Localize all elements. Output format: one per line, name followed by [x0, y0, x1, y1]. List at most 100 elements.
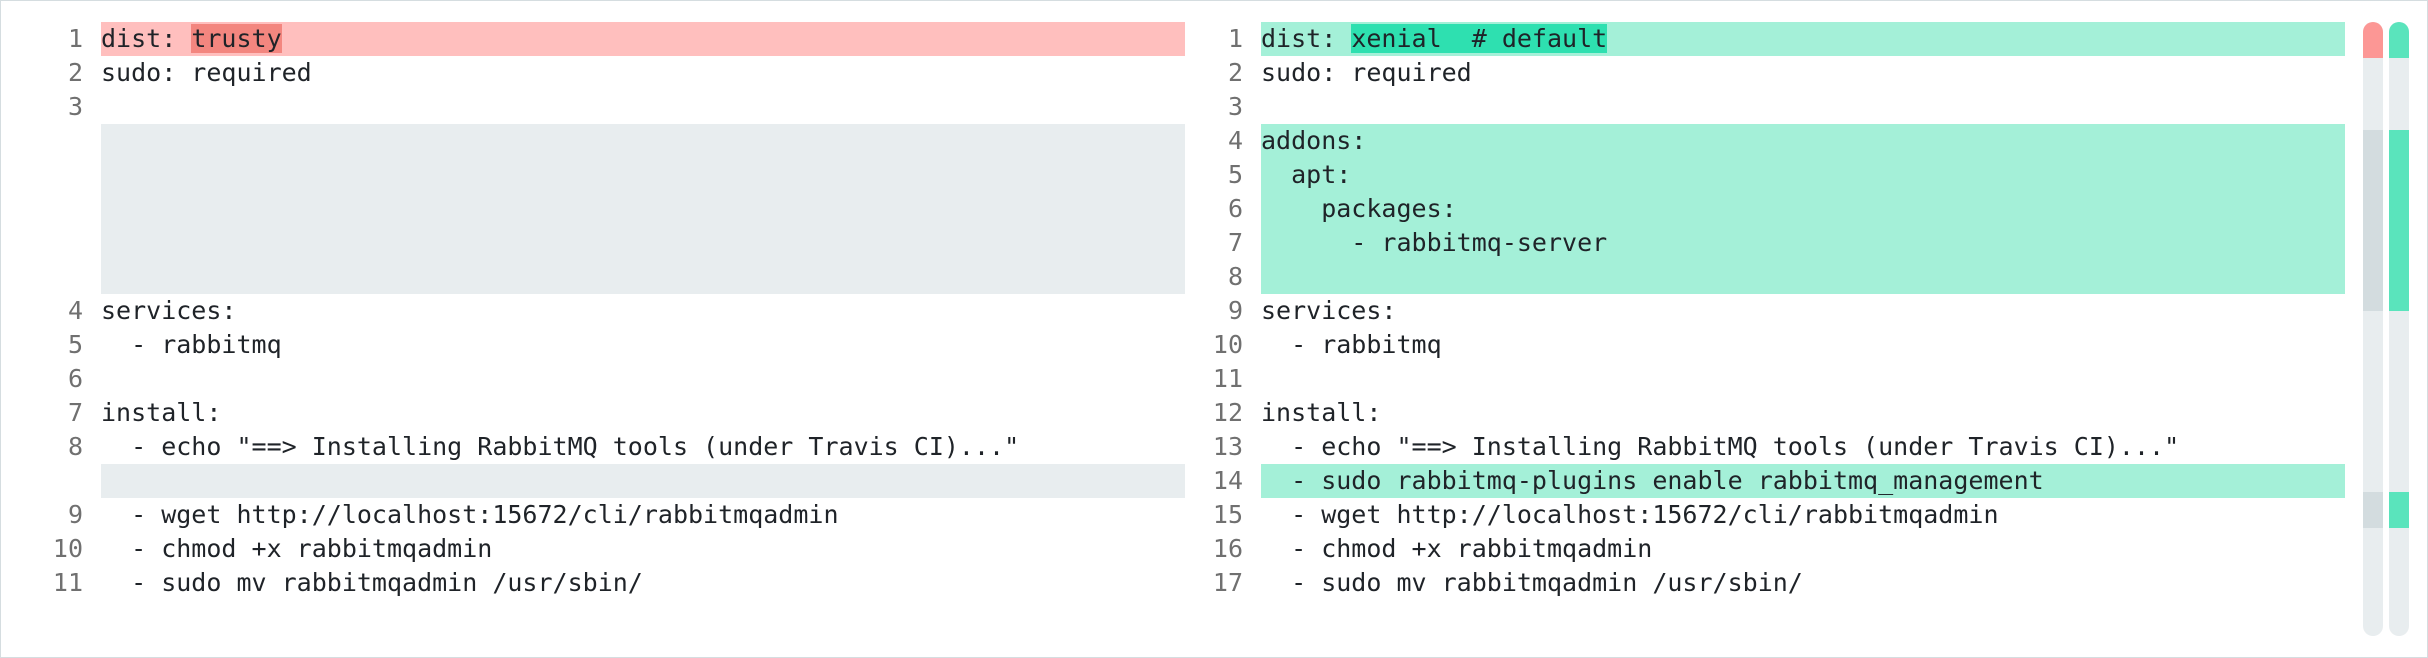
overview-ruler-modified[interactable]	[2389, 22, 2409, 636]
line-content: - echo "==> Installing RabbitMQ tools (u…	[101, 430, 1185, 464]
line-content: - echo "==> Installing RabbitMQ tools (u…	[1261, 430, 2345, 464]
added-line[interactable]: 4 addons:	[1201, 124, 2381, 158]
ruler-marker-added[interactable]	[2389, 22, 2409, 59]
ruler-marker-added[interactable]	[2389, 491, 2409, 528]
line-content: - wget http://localhost:15672/cli/rabbit…	[1261, 498, 2345, 532]
line-content: - wget http://localhost:15672/cli/rabbit…	[101, 498, 1185, 532]
placeholder-gap	[41, 464, 1221, 498]
code-line[interactable]: 3	[1201, 90, 2381, 124]
code-line[interactable]: 2 sudo: required	[1201, 56, 2381, 90]
code-line[interactable]: 8 - echo "==> Installing RabbitMQ tools …	[41, 430, 1221, 464]
placeholder-fill	[101, 464, 1185, 498]
line-content: sudo: required	[101, 56, 1185, 90]
added-line[interactable]: 7 - rabbitmq-server	[1201, 226, 2381, 260]
line-content	[1261, 260, 2345, 294]
added-line[interactable]: 8	[1201, 260, 2381, 294]
line-number: 3	[67, 92, 83, 121]
code-text: - wget http://localhost:15672/cli/rabbit…	[101, 500, 839, 529]
code-text: - sudo rabbitmq-plugins enable rabbitmq_…	[1261, 466, 2044, 495]
code-line[interactable]: 6	[41, 362, 1221, 396]
line-number: 4	[67, 296, 83, 325]
line-content	[101, 90, 1185, 124]
code-text: - echo "==> Installing RabbitMQ tools (u…	[101, 432, 1020, 461]
code-line[interactable]: 7 install:	[41, 396, 1221, 430]
line-number: 4	[1227, 126, 1243, 155]
line-number: 1	[67, 24, 83, 53]
line-content: - chmod +x rabbitmqadmin	[101, 532, 1185, 566]
code-text: - rabbitmq	[101, 330, 282, 359]
code-line[interactable]: 4 services:	[41, 294, 1221, 328]
line-content: addons:	[1261, 124, 2345, 158]
added-line[interactable]: 1 dist: xenial # default	[1201, 22, 2381, 56]
line-content: dist: trusty	[101, 22, 1185, 56]
code-text: - wget http://localhost:15672/cli/rabbit…	[1261, 500, 1999, 529]
line-content: services:	[101, 294, 1185, 328]
code-text: - echo "==> Installing RabbitMQ tools (u…	[1261, 432, 2180, 461]
code-text: apt:	[1261, 160, 1352, 189]
code-line[interactable]: 5 - rabbitmq	[41, 328, 1221, 362]
line-content: - sudo rabbitmq-plugins enable rabbitmq_…	[1261, 464, 2345, 498]
line-number: 14	[1212, 466, 1243, 495]
code-line[interactable]: 11 - sudo mv rabbitmqadmin /usr/sbin/	[41, 566, 1221, 600]
code-text: - rabbitmq-server	[1261, 228, 1608, 257]
line-number: 15	[1212, 500, 1243, 529]
placeholder-gap	[41, 124, 1221, 294]
line-content: sudo: required	[1261, 56, 2345, 90]
code-line[interactable]: 13 - echo "==> Installing RabbitMQ tools…	[1201, 430, 2381, 464]
added-line[interactable]: 14 - sudo rabbitmq-plugins enable rabbit…	[1201, 464, 2381, 498]
code-line[interactable]: 17 - sudo mv rabbitmqadmin /usr/sbin/	[1201, 566, 2381, 600]
deleted-line[interactable]: 1 dist: trusty	[41, 22, 1221, 56]
line-number: 9	[67, 500, 83, 529]
code-line[interactable]: 3	[41, 90, 1221, 124]
line-number: 13	[1212, 432, 1243, 461]
line-content: apt:	[1261, 158, 2345, 192]
line-content: - chmod +x rabbitmqadmin	[1261, 532, 2345, 566]
line-number: 5	[1227, 160, 1243, 189]
ruler-marker-placeholder[interactable]	[2363, 491, 2383, 528]
ruler-marker-deleted[interactable]	[2363, 22, 2383, 59]
line-number: 6	[1227, 194, 1243, 223]
line-number: 2	[1227, 58, 1243, 87]
code-line[interactable]: 16 - chmod +x rabbitmqadmin	[1201, 532, 2381, 566]
code-text: - sudo mv rabbitmqadmin /usr/sbin/	[101, 568, 643, 597]
code-line[interactable]: 9 - wget http://localhost:15672/cli/rabb…	[41, 498, 1221, 532]
line-number: 17	[1212, 568, 1243, 597]
line-number: 9	[1227, 296, 1243, 325]
code-line[interactable]: 15 - wget http://localhost:15672/cli/rab…	[1201, 498, 2381, 532]
added-line[interactable]: 6 packages:	[1201, 192, 2381, 226]
line-content: services:	[1261, 294, 2345, 328]
ruler-marker-placeholder[interactable]	[2363, 130, 2383, 311]
code-text: - sudo mv rabbitmqadmin /usr/sbin/	[1261, 568, 1803, 597]
ruler-marker-added[interactable]	[2389, 130, 2409, 311]
code-text: services:	[1261, 296, 1397, 325]
line-number: 7	[67, 398, 83, 427]
code-line[interactable]: 9 services:	[1201, 294, 2381, 328]
code-line[interactable]: 10 - chmod +x rabbitmqadmin	[41, 532, 1221, 566]
line-content: install:	[101, 396, 1185, 430]
line-number: 1	[1227, 24, 1243, 53]
line-content: dist: xenial # default	[1261, 22, 2345, 56]
line-number: 7	[1227, 228, 1243, 257]
code-text: services:	[101, 296, 237, 325]
line-number: 10	[1212, 330, 1243, 359]
code-line[interactable]: 10 - rabbitmq	[1201, 328, 2381, 362]
overview-ruler-original[interactable]	[2363, 22, 2383, 636]
code-text: addons:	[1261, 126, 1367, 155]
placeholder-fill	[101, 124, 1185, 294]
line-content	[1261, 90, 2345, 124]
line-content	[101, 362, 1185, 396]
line-content: - sudo mv rabbitmqadmin /usr/sbin/	[101, 566, 1185, 600]
code-line[interactable]: 11	[1201, 362, 2381, 396]
line-number: 12	[1212, 398, 1243, 427]
code-text: install:	[101, 398, 222, 427]
removed-text: trusty	[191, 24, 282, 53]
line-number: 8	[67, 432, 83, 461]
added-line[interactable]: 5 apt:	[1201, 158, 2381, 192]
line-number: 10	[52, 534, 83, 563]
code-text: sudo: required	[101, 58, 312, 87]
